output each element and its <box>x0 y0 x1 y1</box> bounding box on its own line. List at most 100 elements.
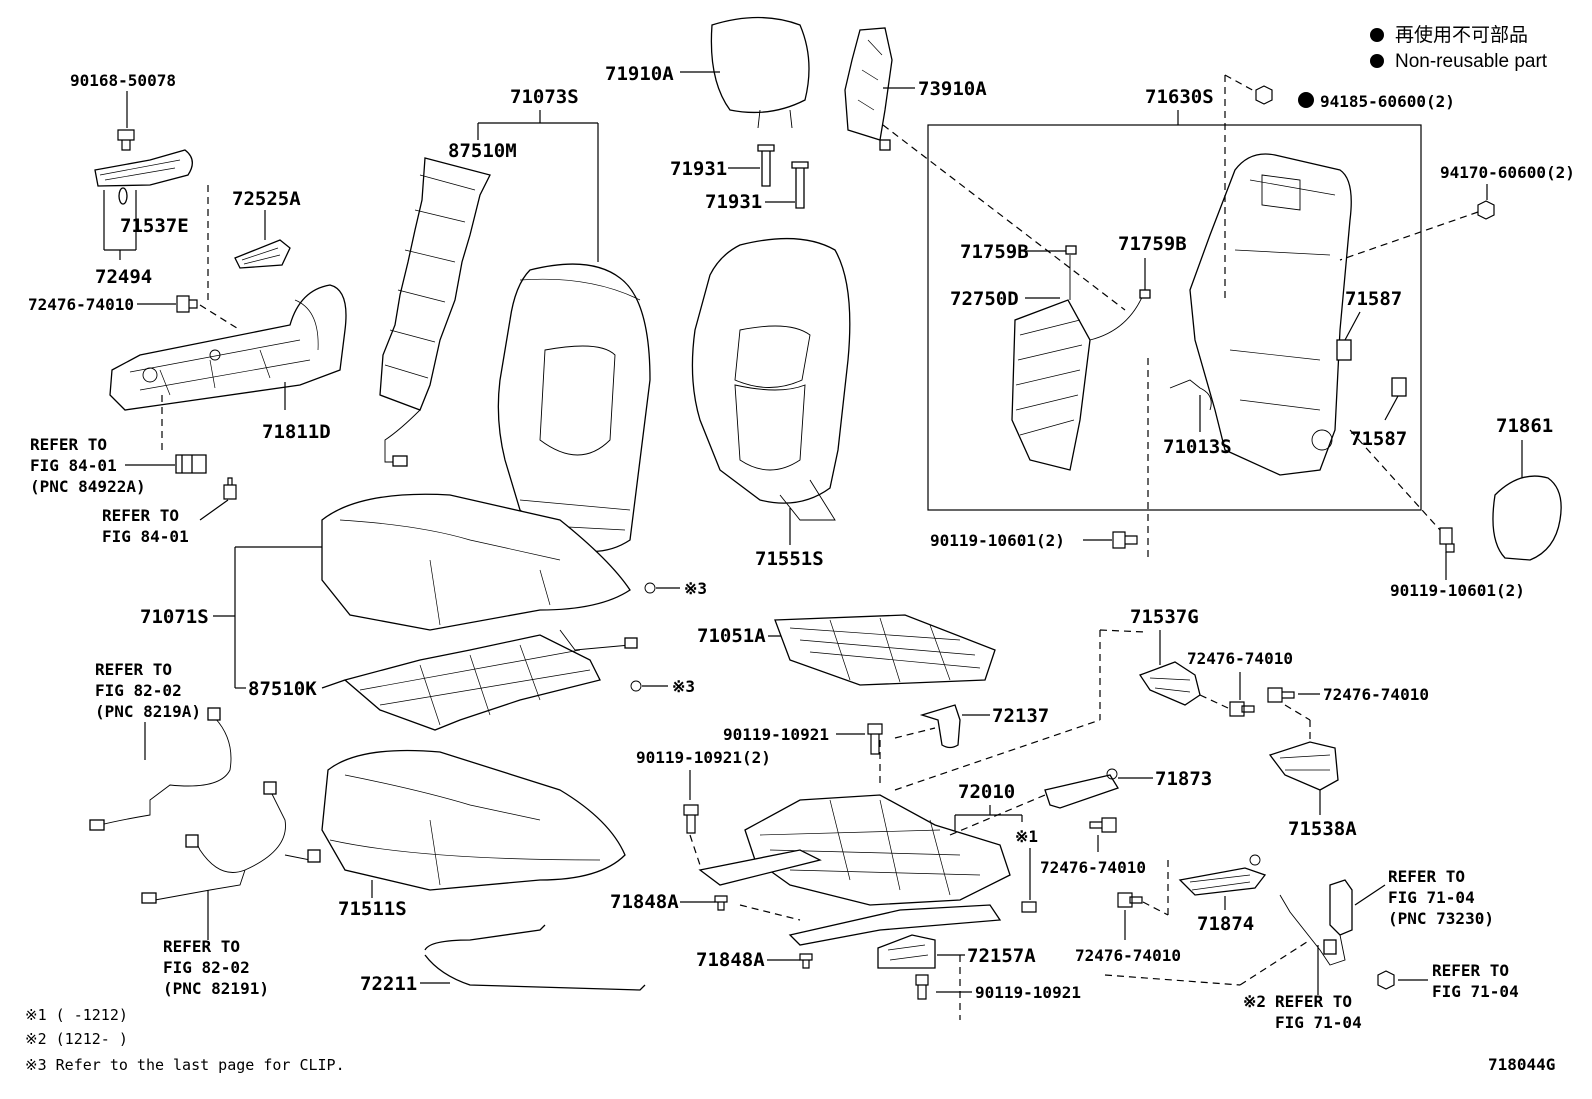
part-label-72525A[interactable]: 72525A <box>232 188 301 210</box>
part-label-94170[interactable]: 94170-60600(2) <box>1440 163 1575 182</box>
lumbar-support-part <box>1011 299 1091 471</box>
ref-82-02-b-1[interactable]: REFER TO <box>163 937 240 956</box>
part-label-71931-b[interactable]: 71931 <box>705 191 762 213</box>
part-label-71848A-a[interactable]: 71848A <box>610 891 679 913</box>
legend: 再使用不可部品 Non-reusable part <box>1370 24 1548 72</box>
part-label-90119-10921-b[interactable]: 90119-10921(2) <box>636 748 771 767</box>
ref-84-01-b-1[interactable]: REFER TO <box>102 506 179 525</box>
part-label-71861[interactable]: 71861 <box>1496 415 1553 437</box>
lever-part <box>234 239 291 269</box>
part-label-90168[interactable]: 90168-50078 <box>70 71 176 90</box>
part-label-71013S[interactable]: 71013S <box>1163 436 1232 458</box>
part-label-72211[interactable]: 72211 <box>360 973 417 995</box>
part-label-71630S[interactable]: 71630S <box>1145 86 1214 108</box>
star1-mark[interactable]: ※1 <box>1015 827 1038 846</box>
legend-dot-icon <box>1370 54 1384 68</box>
ref-84-01-b-2[interactable]: FIG 84-01 <box>102 527 189 546</box>
connector-part <box>392 455 408 467</box>
part-label-72476-74010-a[interactable]: 72476-74010 <box>28 295 134 314</box>
part-label-94185[interactable]: 94185-60600(2) <box>1320 92 1455 111</box>
part-label-71931-a[interactable]: 71931 <box>670 158 727 180</box>
part-label-71537G[interactable]: 71537G <box>1130 606 1199 628</box>
part-label-87510K[interactable]: 87510K <box>248 678 317 700</box>
rail-part <box>698 849 822 886</box>
part-label-71511S[interactable]: 71511S <box>338 898 407 920</box>
part-label-71874[interactable]: 71874 <box>1197 913 1254 935</box>
ref-82-02-a-1[interactable]: REFER TO <box>95 660 172 679</box>
seat-belt-buckle-part <box>1329 879 1353 936</box>
ref-82-02-b-3[interactable]: (PNC 82191) <box>163 979 269 998</box>
part-label-72750D[interactable]: 72750D <box>950 288 1019 310</box>
part-label-72494[interactable]: 72494 <box>95 266 152 288</box>
part-label-71537E[interactable]: 71537E <box>120 215 189 237</box>
wire-72211-group: 72211 <box>360 924 646 995</box>
ref-71-04-b-2[interactable]: FIG 71-04 <box>1432 982 1519 1001</box>
clip-note-b[interactable]: ※3 <box>672 677 695 696</box>
part-label-71873[interactable]: 71873 <box>1155 768 1212 790</box>
ref-82-02-a-2[interactable]: FIG 82-02 <box>95 681 182 700</box>
trim-73910A-group: 73910A <box>844 27 1126 311</box>
part-label-71759B-a[interactable]: 71759B <box>960 241 1029 263</box>
ref-84-01-a-1[interactable]: REFER TO <box>30 435 107 454</box>
nut-icon <box>1477 200 1495 220</box>
ref-71-04-c-1[interactable]: REFER TO <box>1275 992 1352 1011</box>
part-label-71587-a[interactable]: 71587 <box>1345 288 1402 310</box>
bracket-part <box>1336 339 1352 361</box>
nut-icon <box>1377 970 1395 990</box>
star2-mark[interactable]: ※2 <box>1243 992 1266 1011</box>
part-label-90119-10921-c[interactable]: 90119-10921 <box>975 983 1081 1002</box>
seat-spring-part <box>774 614 996 686</box>
ref-82-02-b-2[interactable]: FIG 82-02 <box>163 958 250 977</box>
footnote-2: ※2 (1212- ) <box>25 1030 128 1048</box>
frame-assembly-box <box>927 124 1422 511</box>
ref-84-01-a-3[interactable]: (PNC 84922A) <box>30 477 146 496</box>
spring-71051A-group: 71051A <box>697 614 996 686</box>
nut-icon <box>1021 901 1037 913</box>
part-label-72476-74010-b[interactable]: 72476-74010 <box>1187 649 1293 668</box>
part-label-71073S[interactable]: 71073S <box>510 86 579 108</box>
ref-71-04-a-1[interactable]: REFER TO <box>1388 867 1465 886</box>
ref-84-01-a-2[interactable]: FIG 84-01 <box>30 456 117 475</box>
headrest-guide-part <box>757 144 775 187</box>
part-label-71551S[interactable]: 71551S <box>755 548 824 570</box>
part-label-72157A[interactable]: 72157A <box>967 945 1036 967</box>
seat-track-part <box>744 794 1011 906</box>
part-label-72010[interactable]: 72010 <box>958 781 1015 803</box>
cover-71537G-group: 71537G 72476-74010 72476-74010 71538A <box>1130 606 1429 840</box>
screw-icon <box>223 477 237 500</box>
ref-71-04-a-3[interactable]: (PNC 73230) <box>1388 909 1494 928</box>
clip-note-a[interactable]: ※3 <box>684 579 707 598</box>
part-label-87510M[interactable]: 87510M <box>448 140 517 162</box>
footnotes: ※1 ( -1212) ※2 (1212- ) ※3 Refer to the … <box>25 1006 1555 1074</box>
part-label-72476-74010-d[interactable]: 72476-74010 <box>1040 858 1146 877</box>
bolt-icon <box>1117 892 1143 908</box>
part-label-71538A[interactable]: 71538A <box>1288 818 1357 840</box>
ref-82-02-a-3[interactable]: (PNC 8219A) <box>95 702 201 721</box>
hinge-cover-part <box>1268 741 1339 791</box>
part-label-71587-b[interactable]: 71587 <box>1350 428 1407 450</box>
ref-71-04-b-1[interactable]: REFER TO <box>1432 961 1509 980</box>
bolt-icon <box>683 804 699 834</box>
part-label-72137[interactable]: 72137 <box>992 705 1049 727</box>
part-label-71848A-b[interactable]: 71848A <box>696 949 765 971</box>
part-label-90119-10601-b[interactable]: 90119-10601(2) <box>1390 581 1525 600</box>
ref-71-04-c-2[interactable]: FIG 71-04 <box>1275 1013 1362 1032</box>
armrest-cover-part <box>94 149 193 187</box>
part-label-71910A[interactable]: 71910A <box>605 63 674 85</box>
part-label-72476-74010-c[interactable]: 72476-74010 <box>1323 685 1429 704</box>
side-trim-part <box>844 27 893 141</box>
part-label-90119-10601-a[interactable]: 90119-10601(2) <box>930 531 1065 550</box>
part-label-71811D[interactable]: 71811D <box>262 421 331 443</box>
harness-wire-a <box>99 717 232 826</box>
part-label-90119-10921-a[interactable]: 90119-10921 <box>723 725 829 744</box>
bolt-icon <box>867 723 883 755</box>
part-label-71051A[interactable]: 71051A <box>697 625 766 647</box>
part-label-71071S[interactable]: 71071S <box>140 606 209 628</box>
ref-71-04-a-2[interactable]: FIG 71-04 <box>1388 888 1475 907</box>
seatback-heater-pad <box>379 157 491 411</box>
part-label-72476-74010-e[interactable]: 72476-74010 <box>1075 946 1181 965</box>
part-label-71759B-b[interactable]: 71759B <box>1118 233 1187 255</box>
part-label-73910A[interactable]: 73910A <box>918 78 987 100</box>
cover-72137-group: 72137 <box>894 704 1049 749</box>
